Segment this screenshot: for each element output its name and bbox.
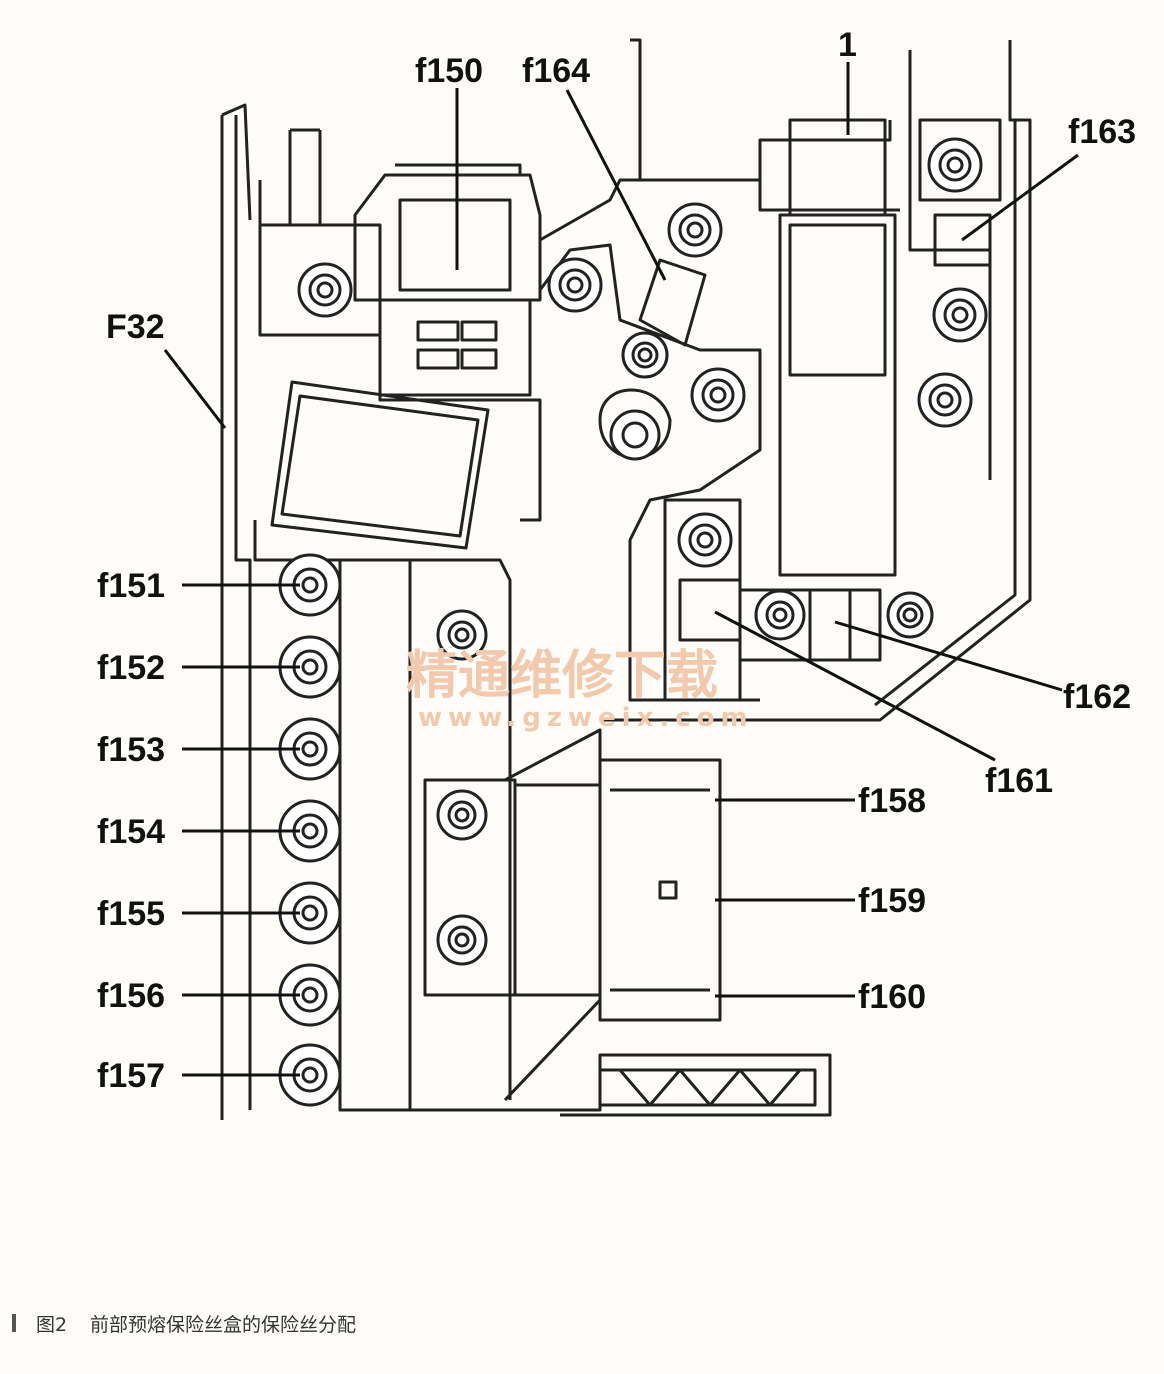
leader-f162 — [834, 620, 1063, 692]
leader-f164 — [565, 89, 667, 281]
label-f163: f163 — [1068, 113, 1136, 151]
terminal-f157 — [278, 1043, 342, 1107]
caption-text: 前部预熔保险丝盒的保险丝分配 — [90, 1314, 356, 1336]
watermark-text: 精通维修下载 — [406, 646, 718, 706]
bolt — [436, 914, 488, 966]
callout-labels: f150 f164 1 f163 F32 f151 f152 f153 f154… — [97, 26, 1136, 1095]
bolt — [667, 202, 723, 258]
bolts — [278, 137, 988, 1107]
label-f156: f156 — [97, 977, 165, 1015]
label-f153: f153 — [97, 731, 165, 769]
caption-figure-number: 图2 — [36, 1314, 67, 1336]
label-f159: f159 — [858, 882, 926, 920]
bolt — [547, 257, 603, 313]
label-F32: F32 — [106, 308, 165, 346]
label-f160: f160 — [858, 978, 926, 1016]
bolt — [609, 409, 661, 461]
bolt — [754, 589, 806, 641]
leader-F32 — [163, 349, 227, 429]
bolt — [436, 789, 488, 841]
label-f150: f150 — [415, 52, 483, 90]
label-1: 1 — [838, 26, 857, 64]
fuse-box-housing — [220, 38, 1032, 1120]
bolt — [297, 262, 353, 318]
bolt — [932, 287, 988, 343]
bolt — [917, 372, 973, 428]
bolt — [621, 331, 669, 379]
leader-lines — [163, 62, 1079, 1077]
label-f164: f164 — [522, 52, 590, 90]
label-f154: f154 — [97, 813, 165, 851]
bolt — [690, 367, 746, 423]
leader-f163 — [961, 153, 1079, 242]
label-f162: f162 — [1063, 678, 1131, 716]
terminal-f152 — [278, 635, 342, 699]
terminal-f155 — [278, 881, 342, 945]
caption-bar — [12, 1314, 16, 1332]
label-f161: f161 — [985, 762, 1053, 800]
bolt — [436, 609, 488, 661]
terminal-f156 — [278, 963, 342, 1027]
bolt — [677, 512, 733, 568]
bolt — [886, 591, 934, 639]
watermark-url: www.gzweix.com — [418, 703, 754, 733]
label-f155: f155 — [97, 895, 165, 933]
bolt — [927, 137, 983, 193]
label-f151: f151 — [97, 567, 165, 605]
label-f157: f157 — [97, 1057, 165, 1095]
label-f158: f158 — [858, 782, 926, 820]
label-f152: f152 — [97, 649, 165, 687]
leader-f161 — [714, 610, 996, 762]
